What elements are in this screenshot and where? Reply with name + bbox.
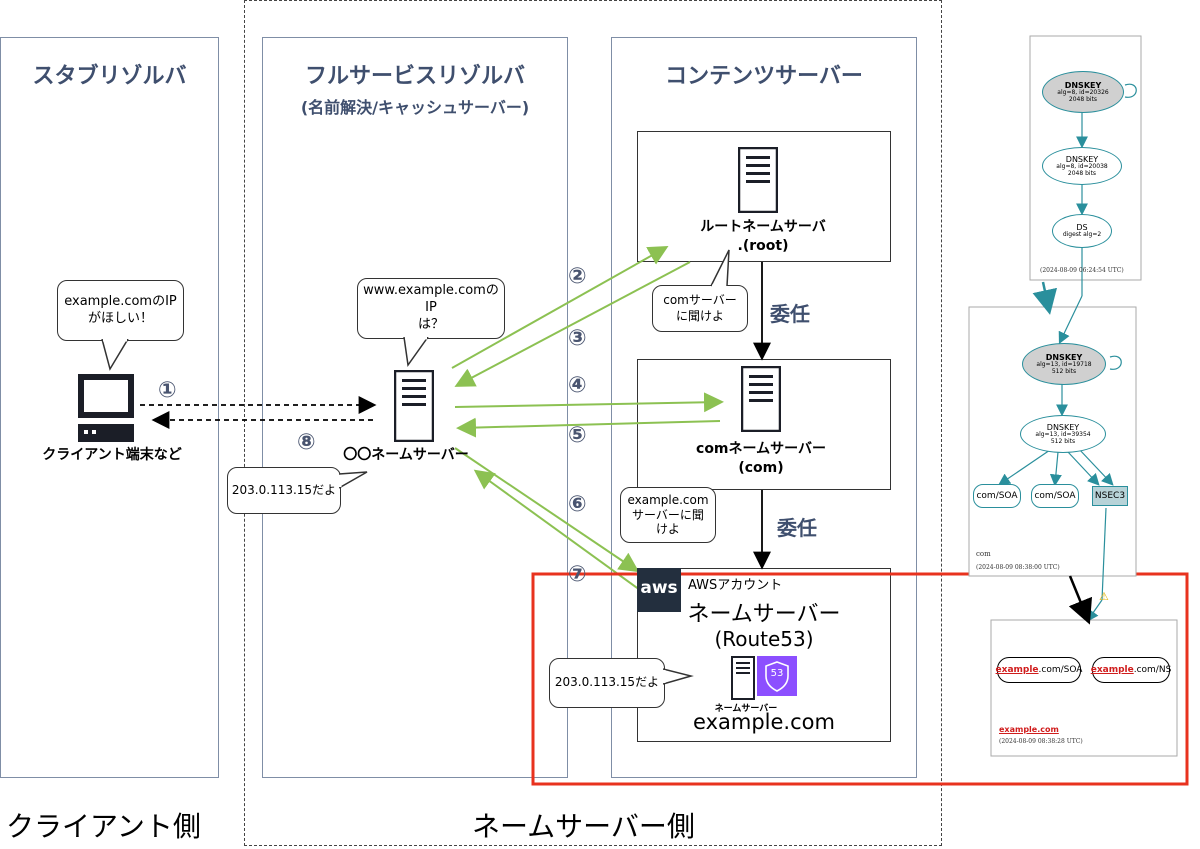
com-ksk-title: DNSKEY — [1045, 352, 1083, 362]
example-ns-suffix: .com/NS — [1133, 665, 1172, 675]
com-soa-1: com/SOA — [973, 484, 1021, 508]
step-8: ⑧ — [297, 430, 316, 455]
root-speech-bubble: comサーバー に聞けよ — [652, 285, 748, 332]
root-zsk-title: DNSKEY — [1065, 154, 1099, 164]
root-ds-detail: digest alg=2 — [1062, 231, 1102, 239]
step-3: ③ — [568, 326, 587, 351]
answer-arrow-7 — [473, 469, 641, 591]
resolver-bubble-tail — [403, 337, 429, 367]
step-5: ⑤ — [568, 423, 587, 448]
example-ns: example.com/NS — [1090, 657, 1172, 683]
com-ksk-self-loop — [1109, 355, 1122, 370]
route53-subtitle: (Route53) — [714, 627, 814, 651]
nameserver-side-label: ネームサーバー側 — [472, 810, 695, 843]
root-zsk-detail: alg=8, id=20038 2048 bits — [1056, 162, 1108, 177]
root-ksk-self-loop — [1124, 83, 1137, 98]
delegation-label-com-route53: 委任 — [777, 516, 817, 540]
example-soa-name: example — [995, 665, 1039, 675]
com-server-label: comネームサーバー (com) — [696, 441, 826, 476]
example-ns-name: example — [1090, 665, 1134, 675]
step-4: ④ — [568, 373, 587, 398]
full-resolver-title: フルサービスリゾルバ — [304, 64, 525, 89]
example-zone-label: example.com — [999, 725, 1059, 734]
root-ds-title: DS — [1076, 222, 1088, 232]
stub-resolver-column — [0, 37, 219, 778]
com-zsk-detail: alg=13, id=39354 512 bits — [1035, 430, 1091, 445]
root-bubble-tail — [710, 249, 730, 288]
step-1: ① — [158, 378, 177, 403]
client-bubble-tail — [101, 339, 129, 371]
com-dnskey-zsk: DNSKEY alg=13, id=39354 512 bits — [1020, 415, 1106, 453]
full-resolver-subtitle: (名前解決/キャッシュサーバー) — [300, 98, 530, 117]
resolver-answer-tail — [339, 471, 368, 489]
nameserver-side-frame — [244, 0, 942, 846]
content-server-column — [611, 37, 917, 778]
route53-answer-tail — [663, 668, 694, 685]
client-label: クライアント端末など — [42, 447, 182, 463]
example-soa: example.com/SOA — [995, 657, 1083, 683]
route53-domain: example.com — [693, 710, 835, 734]
com-timestamp: (2024-08-09 08:38:00 UTC) — [976, 564, 1060, 571]
example-timestamp: (2024-08-09 08:38:28 UTC) — [999, 738, 1083, 745]
root-dnskey-zsk: DNSKEY alg=8, id=20038 2048 bits — [1042, 147, 1122, 185]
client-side-label: クライアント側 — [6, 810, 201, 843]
com-soa-2: com/SOA — [1031, 484, 1079, 508]
root-server-icon — [738, 147, 778, 213]
step-2: ② — [568, 264, 587, 289]
example-soa-suffix: .com/SOA — [1038, 665, 1083, 675]
com-speech-bubble: example.com サーバーに聞 けよ — [620, 487, 716, 543]
highlight-frame — [531, 572, 1189, 786]
aws-account-label: AWSアカウント — [688, 578, 783, 593]
answer-arrow-5 — [456, 417, 721, 438]
root-server-label: ルートネームサーバ .(root) — [700, 219, 826, 254]
com-zsk-title: DNSKEY — [1046, 422, 1080, 432]
root-ksk-detail: alg=8, id=20326 2048 bits — [1057, 88, 1109, 103]
com-zone-label: com — [976, 550, 991, 558]
aws-logo: aws — [637, 568, 681, 612]
root-ds: DS digest alg=2 — [1052, 214, 1112, 248]
delegation-label-root-com: 委任 — [770, 302, 810, 326]
query-arrow-2 — [451, 246, 669, 369]
route53-badge: 53 — [770, 668, 784, 679]
query-arrow-6 — [454, 447, 640, 573]
com-ksk-detail: alg=13, id=19718 512 bits — [1036, 360, 1092, 375]
com-dnskey-ksk: DNSKEY alg=13, id=19718 512 bits — [1022, 343, 1106, 385]
client-speech-bubble: example.comのIP がほしい！ — [57, 280, 184, 341]
resolver-label: 〇〇ネームサーバー — [343, 447, 469, 463]
com-nsec3: NSEC3 — [1092, 486, 1128, 506]
root-ksk-title: DNSKEY — [1064, 80, 1102, 90]
full-resolver-column — [262, 37, 568, 778]
root-timestamp: (2024-08-09 06:24:54 UTC) — [1040, 267, 1124, 274]
route53-icon-caption: ネームサーバー — [714, 704, 778, 714]
step-7: ⑦ — [568, 562, 587, 587]
query-arrow-4 — [454, 392, 724, 413]
step-6: ⑥ — [568, 492, 587, 517]
com-server-icon — [741, 366, 781, 432]
resolver-server-icon — [394, 370, 434, 442]
answer-arrow-3 — [454, 261, 691, 387]
route53-shield-icon — [765, 661, 789, 692]
route53-title: ネームサーバー — [687, 602, 841, 627]
stub-resolver-title: スタブリゾルバ — [32, 64, 187, 89]
root-dnskey-ksk: DNSKEY alg=8, id=20326 2048 bits — [1042, 71, 1124, 113]
computer-icon — [78, 374, 134, 442]
route53-answer-bubble: 203.0.113.15だよ — [549, 658, 665, 708]
content-server-title: コンテンツサーバー — [665, 64, 863, 89]
route53-server-icon — [731, 656, 755, 700]
warning-icon: ⚠ — [1099, 590, 1109, 603]
resolver-speech-bubble: www.example.comのIP は？ — [357, 278, 505, 339]
route53-icon: 53 — [757, 656, 797, 696]
resolver-answer-bubble: 203.0.113.15だよ — [227, 467, 341, 514]
dnssec-example-panel — [990, 619, 1178, 757]
